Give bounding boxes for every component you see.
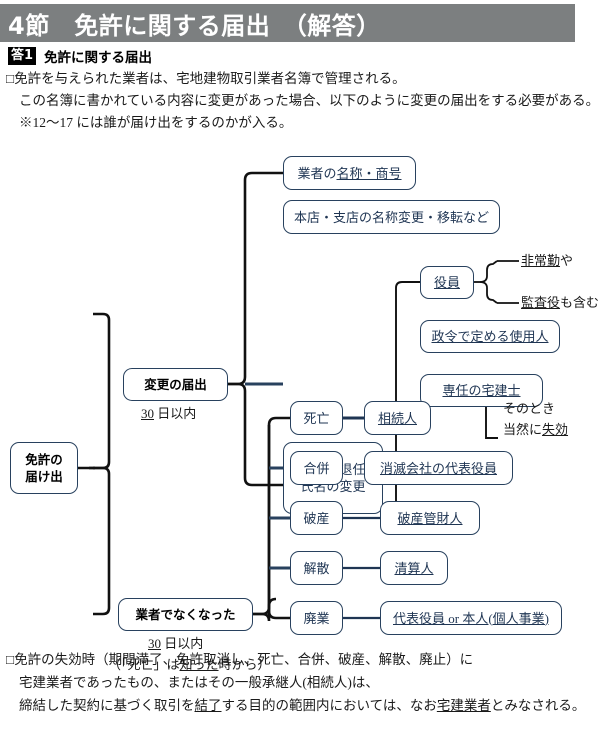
cease-death-note-pre: （「死亡」は: [108, 657, 180, 672]
diagram-connectors: [78, 171, 519, 622]
cease-death-note: （「死亡」は知った時から）: [108, 656, 271, 674]
cause-death-label: 死亡: [303, 410, 330, 426]
node-ceased-label: 業者でなくなった: [135, 607, 236, 622]
officer-aside-line2-underlined: 監査役: [521, 295, 561, 310]
node-cause-dissolution[interactable]: 解散: [290, 551, 343, 585]
node-fulltime-agent[interactable]: 専任の宅建士: [420, 374, 543, 407]
result-bankruptcy-trustee-label: 破産管財人: [397, 510, 463, 526]
node-root-line2: 届け出: [25, 469, 63, 484]
auto-expiry-note-line1: そのとき: [503, 400, 555, 418]
answer-heading: 答1 免許に関する届出: [8, 46, 152, 66]
footer-line-3-part1: 締結した契約に基づく取引を: [19, 698, 195, 713]
intro-line-3: ※12〜17 には誰が届け出をするのかが入る。: [19, 115, 293, 130]
license-notification-diagram: 免許の 届け出 変更の届出 30 日以内 業者の名称・商号 本店・支店の名称変更…: [0, 148, 600, 672]
auto-expiry-note-line2: 当然に失効: [503, 421, 568, 439]
cease-death-note-post: 時から）: [218, 657, 271, 672]
officer-aside-line2: 監査役も含む: [521, 294, 599, 312]
cease-death-note-underlined: 知った: [179, 657, 219, 672]
footer-paragraph: □免許の失効時（期間満了、免許取消し、死亡、合併、破産、解散、廃止）に 宅建業者…: [6, 648, 600, 717]
node-company-name-trade-name[interactable]: 業者の名称・商号: [283, 156, 416, 190]
footer-underline-2: 宅建業者: [436, 698, 491, 713]
company-name-underlined: 名称・商号: [336, 165, 402, 181]
answer-badge: 答1: [8, 47, 37, 65]
cause-closure-label: 廃業: [303, 610, 330, 626]
footer-line-2: 宅建業者であったもの、またはその一般承継人(相続人)は、: [19, 675, 379, 690]
cease-deadline-days: 30: [148, 636, 161, 651]
node-root-license-notification[interactable]: 免許の 届け出: [10, 442, 78, 494]
node-ceased-to-be-dealer[interactable]: 業者でなくなった: [118, 598, 253, 631]
node-fulltime-agent-label: 専任の宅建士: [442, 383, 521, 398]
node-officer-label: 役員: [433, 275, 460, 290]
node-change-notification[interactable]: 変更の届出: [123, 368, 228, 401]
node-designated-employee[interactable]: 政令で定める使用人: [420, 320, 560, 353]
cause-dissolution-label: 解散: [303, 560, 330, 576]
officer-aside-line1-plain: や: [560, 253, 574, 268]
result-representative-label: 代表役員 or 本人(個人事業): [393, 610, 549, 626]
node-cause-death[interactable]: 死亡: [290, 401, 343, 435]
node-result-representative-or-individual[interactable]: 代表役員 or 本人(個人事業): [380, 601, 562, 635]
cause-merger-label: 合併: [303, 460, 330, 476]
auto-expiry-note-line2-pre: 当然に: [503, 422, 543, 437]
cease-deadline-note: 30 日以内: [148, 635, 203, 653]
result-merged-company-officer-label: 消滅会社の代表役員: [379, 460, 497, 476]
officer-aside-line2-plain: も含む: [560, 295, 600, 310]
node-change-notification-label: 変更の届出: [144, 377, 207, 392]
page-title: 4節 免許に関する届出 （解答）: [8, 11, 381, 40]
change-deadline-note: 30 日以内: [141, 405, 196, 423]
node-designated-employee-label: 政令で定める使用人: [431, 329, 549, 344]
node-result-merged-company-officer[interactable]: 消滅会社の代表役員: [364, 451, 513, 485]
change-deadline-rest: 日以内: [154, 406, 197, 421]
officer-aside-line1-underlined: 非常勤: [521, 253, 561, 268]
cause-bankruptcy-label: 破産: [303, 510, 330, 526]
node-office-name-label: 本店・支店の名称変更・移転など: [293, 209, 489, 225]
section-title-bar: 4節 免許に関する届出 （解答）: [0, 4, 575, 42]
intro-line-2: この名簿に書かれている内容に変更があった場合、以下のように変更の届出をする必要が…: [19, 93, 600, 108]
officer-aside-line1: 非常勤や: [521, 252, 573, 270]
node-office-name-relocation[interactable]: 本店・支店の名称変更・移転など: [283, 200, 500, 234]
node-result-liquidator[interactable]: 清算人: [380, 551, 448, 585]
auto-expiry-note-line1-text: そのとき: [503, 401, 556, 416]
node-root-line1: 免許の: [25, 452, 63, 467]
node-cause-merger[interactable]: 合併: [290, 451, 343, 485]
result-liquidator-label: 清算人: [394, 560, 434, 576]
change-deadline-days: 30: [141, 406, 154, 421]
footer-line-3: 締結した契約に基づく取引を結了する目的の範囲内においては、なお宅建業者とみなされ…: [6, 694, 600, 717]
answer-title: 免許に関する届出: [44, 50, 153, 66]
node-cause-closure[interactable]: 廃業: [290, 601, 343, 635]
intro-line-1: □免許を与えられた業者は、宅地建物取引業者名簿で管理される。: [6, 71, 406, 86]
result-heir-label: 相続人: [377, 410, 417, 426]
node-officer[interactable]: 役員: [420, 266, 474, 299]
cease-deadline-rest: 日以内: [161, 636, 204, 651]
node-result-heir[interactable]: 相続人: [364, 401, 431, 435]
company-name-plain: 業者の: [297, 165, 337, 181]
footer-underline-1: 結了: [194, 698, 222, 713]
intro-paragraph: □免許を与えられた業者は、宅地建物取引業者名簿で管理される。 この名簿に書かれて…: [6, 68, 600, 134]
node-result-bankruptcy-trustee[interactable]: 破産管財人: [380, 501, 480, 535]
node-cause-bankruptcy[interactable]: 破産: [290, 501, 343, 535]
footer-line-3-part3: とみなされる。: [490, 698, 586, 713]
footer-line-1: □免許の失効時（期間満了、免許取消し、死亡、合併、破産、解散、廃止）に: [6, 652, 474, 667]
auto-expiry-note-line2-underlined: 失効: [542, 422, 569, 437]
footer-line-3-part2: する目的の範囲内においては、なお: [221, 698, 437, 713]
